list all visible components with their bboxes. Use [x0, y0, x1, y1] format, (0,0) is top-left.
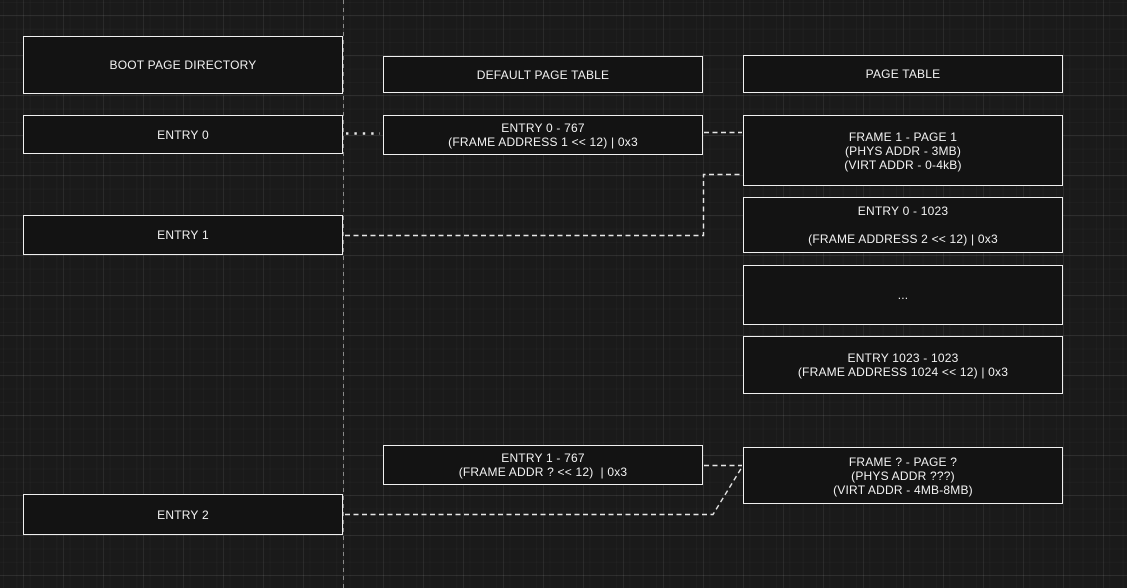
node-label: (FRAME ADDRESS 1024 << 12) | 0x3 — [797, 365, 1009, 379]
node-entry-2[interactable]: ENTRY 2 — [23, 494, 343, 535]
node-pt-entry-0-1023[interactable]: ENTRY 0 - 1023 (FRAME ADDRESS 2 << 12) |… — [743, 197, 1063, 253]
node-label: ENTRY 1023 - 1023 — [847, 351, 959, 365]
node-label: PAGE TABLE — [865, 67, 941, 81]
node-label: ENTRY 1 - 767 — [501, 451, 585, 465]
node-label: FRAME ? - PAGE ? — [848, 454, 958, 469]
node-frame-q-page-q[interactable]: FRAME ? - PAGE ? (PHYS ADDR ???) (VIRT A… — [743, 447, 1063, 504]
node-label: ENTRY 0 - 767 — [501, 121, 585, 135]
node-label: FRAME 1 - PAGE 1 — [848, 129, 958, 144]
node-label: ENTRY 1 — [157, 228, 209, 242]
connector-entry2-to-frameq[interactable] — [345, 466, 743, 516]
node-label: ... — [897, 288, 909, 302]
node-label: (VIRT ADDR - 0-4kB) — [844, 157, 962, 172]
node-frame-1-page-1[interactable]: FRAME 1 - PAGE 1 (PHYS ADDR - 3MB) (VIRT… — [743, 115, 1063, 186]
node-boot-page-directory[interactable]: BOOT PAGE DIRECTORY — [23, 36, 343, 94]
node-label: (PHYS ADDR - 3MB) — [844, 143, 962, 158]
node-label: (FRAME ADDR ? << 12) | 0x3 — [458, 465, 628, 479]
node-default-pt-entry-0-767[interactable]: ENTRY 0 - 767 (FRAME ADDRESS 1 << 12) | … — [383, 115, 703, 155]
node-entry-0[interactable]: ENTRY 0 — [23, 115, 343, 154]
node-pt-ellipsis[interactable]: ... — [743, 265, 1063, 325]
node-label: ENTRY 0 — [157, 127, 209, 142]
connector-entry1-to-frame1[interactable] — [345, 173, 742, 237]
node-label: (PHYS ADDR ???) — [851, 468, 955, 483]
node-entry-1[interactable]: ENTRY 1 — [23, 215, 343, 255]
node-page-table-header[interactable]: PAGE TABLE — [743, 55, 1063, 93]
node-label: ENTRY 0 - 1023 — [857, 204, 949, 218]
node-default-pt-entry-1-767[interactable]: ENTRY 1 - 767 (FRAME ADDR ? << 12) | 0x3 — [383, 445, 703, 485]
node-label: ENTRY 2 — [157, 507, 209, 522]
node-pt-entry-1023-1023[interactable]: ENTRY 1023 - 1023 (FRAME ADDRESS 1024 <<… — [743, 336, 1063, 394]
node-label: BOOT PAGE DIRECTORY — [109, 58, 257, 72]
node-label: (VIRT ADDR - 4MB-8MB) — [833, 482, 973, 497]
node-label: DEFAULT PAGE TABLE — [476, 67, 610, 82]
node-default-page-table-header[interactable]: DEFAULT PAGE TABLE — [383, 56, 703, 93]
node-label: (FRAME ADDRESS 2 << 12) | 0x3 — [808, 232, 998, 246]
node-label: (FRAME ADDRESS 1 << 12) | 0x3 — [448, 135, 638, 149]
